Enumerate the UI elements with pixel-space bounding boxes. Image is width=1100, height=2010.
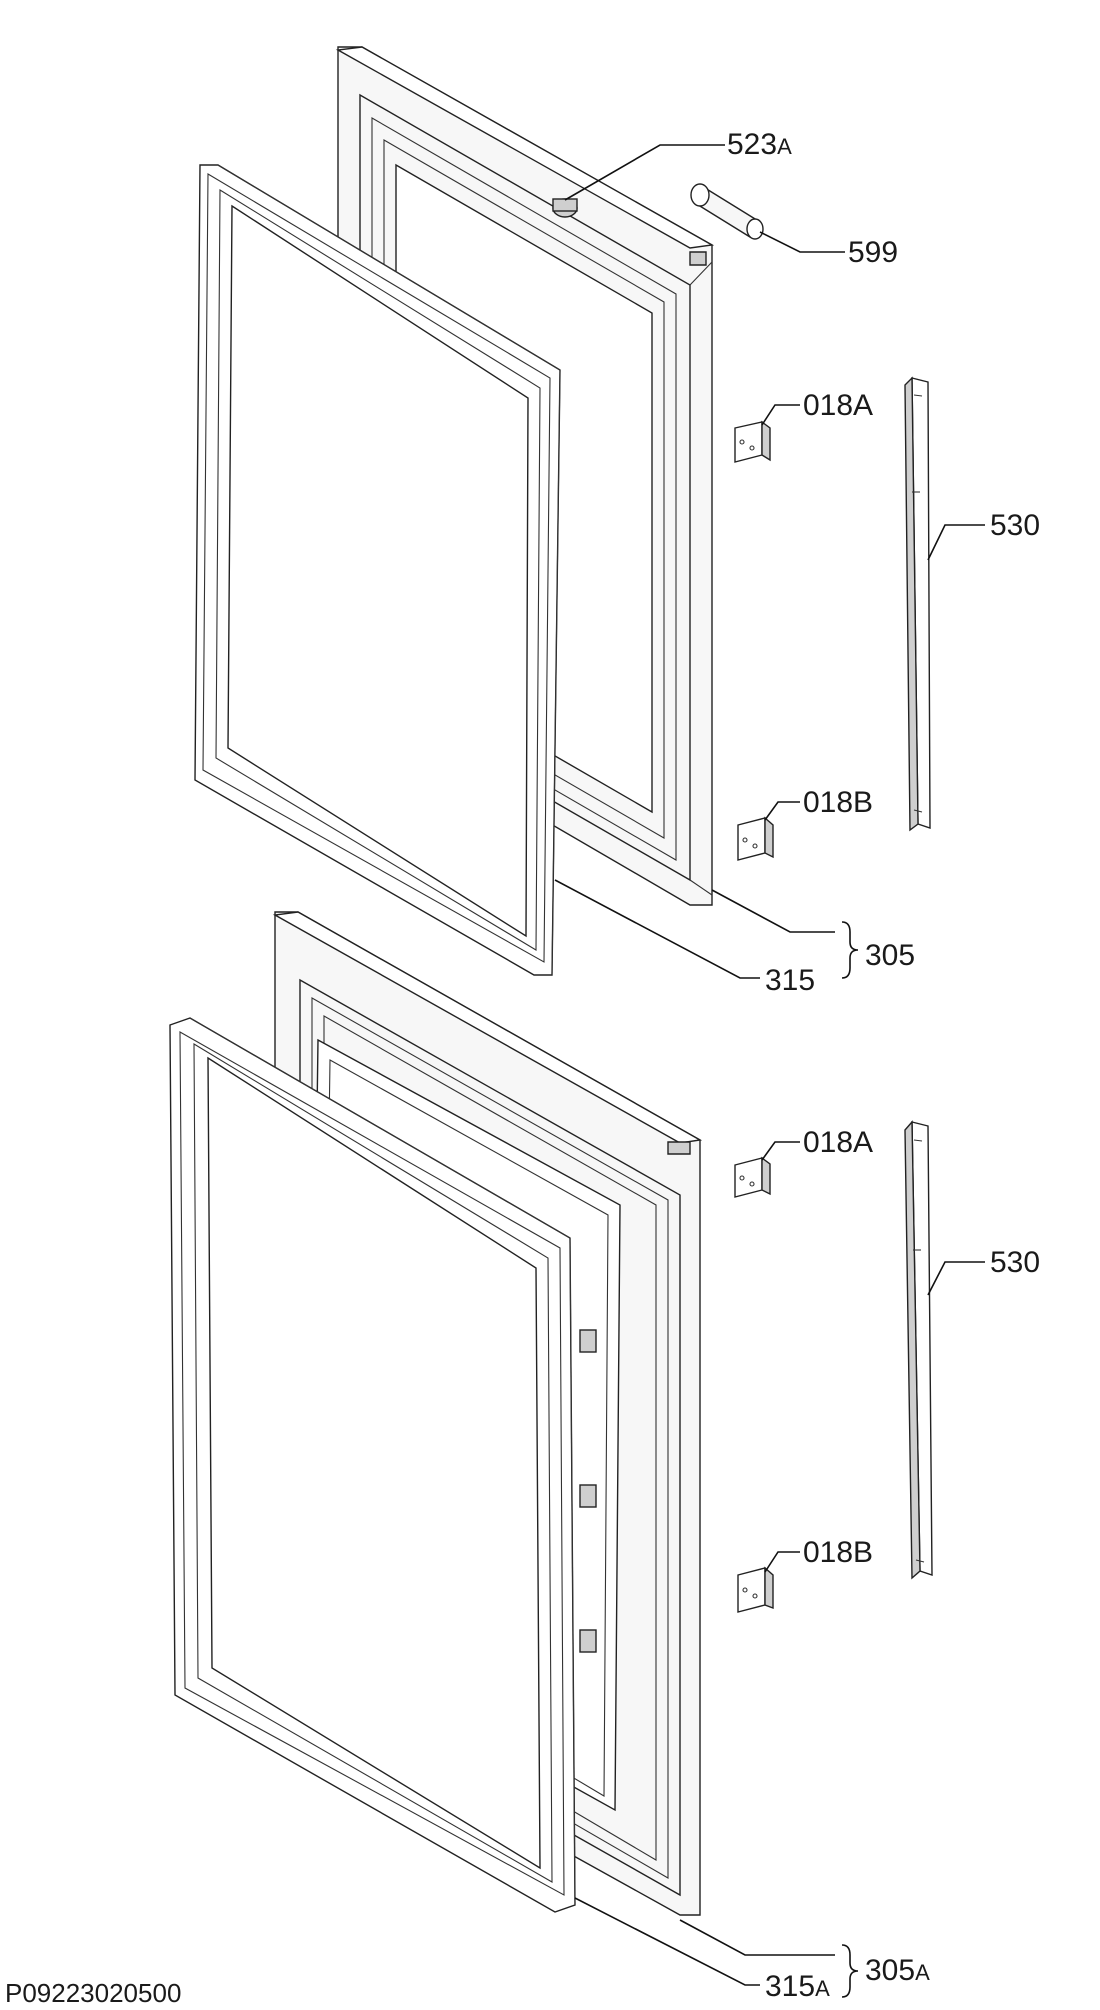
- label-305a: 305A: [865, 1954, 930, 1987]
- lower-door-assembly: [169, 911, 933, 1916]
- part-labels: 523A 599 018A 530 018B 305 315 018A 530 …: [727, 128, 1040, 2003]
- upper-door-gasket: [194, 164, 561, 976]
- label-523a: 523A: [727, 128, 792, 161]
- upper-handle-530: [904, 376, 931, 832]
- upper-hinge-018a: [734, 420, 771, 463]
- label-305: 305: [865, 939, 915, 972]
- leader-lines: [554, 144, 985, 1998]
- label-018a-lower: 018A: [803, 1126, 873, 1159]
- label-018a-upper: 018A: [803, 389, 873, 422]
- label-018b-lower: 018B: [803, 1536, 873, 1569]
- label-530-upper: 530: [990, 509, 1040, 542]
- lower-hinge-018a: [734, 1156, 771, 1198]
- lower-handle-530: [904, 1120, 933, 1580]
- lower-hinge-018b: [737, 1566, 774, 1613]
- upper-hinge-018b: [737, 816, 774, 861]
- upper-door-plug: [552, 198, 578, 218]
- label-315: 315: [765, 964, 815, 997]
- label-018b-upper: 018B: [803, 786, 873, 819]
- lower-door-gasket: [169, 1017, 576, 1913]
- label-315a: 315A: [765, 1970, 830, 2003]
- drawing-reference-number: P09223020500: [5, 1978, 181, 2008]
- label-599: 599: [848, 236, 898, 269]
- cylinder-part: [690, 183, 764, 240]
- upper-door-assembly: [194, 46, 931, 976]
- label-530-lower: 530: [990, 1246, 1040, 1279]
